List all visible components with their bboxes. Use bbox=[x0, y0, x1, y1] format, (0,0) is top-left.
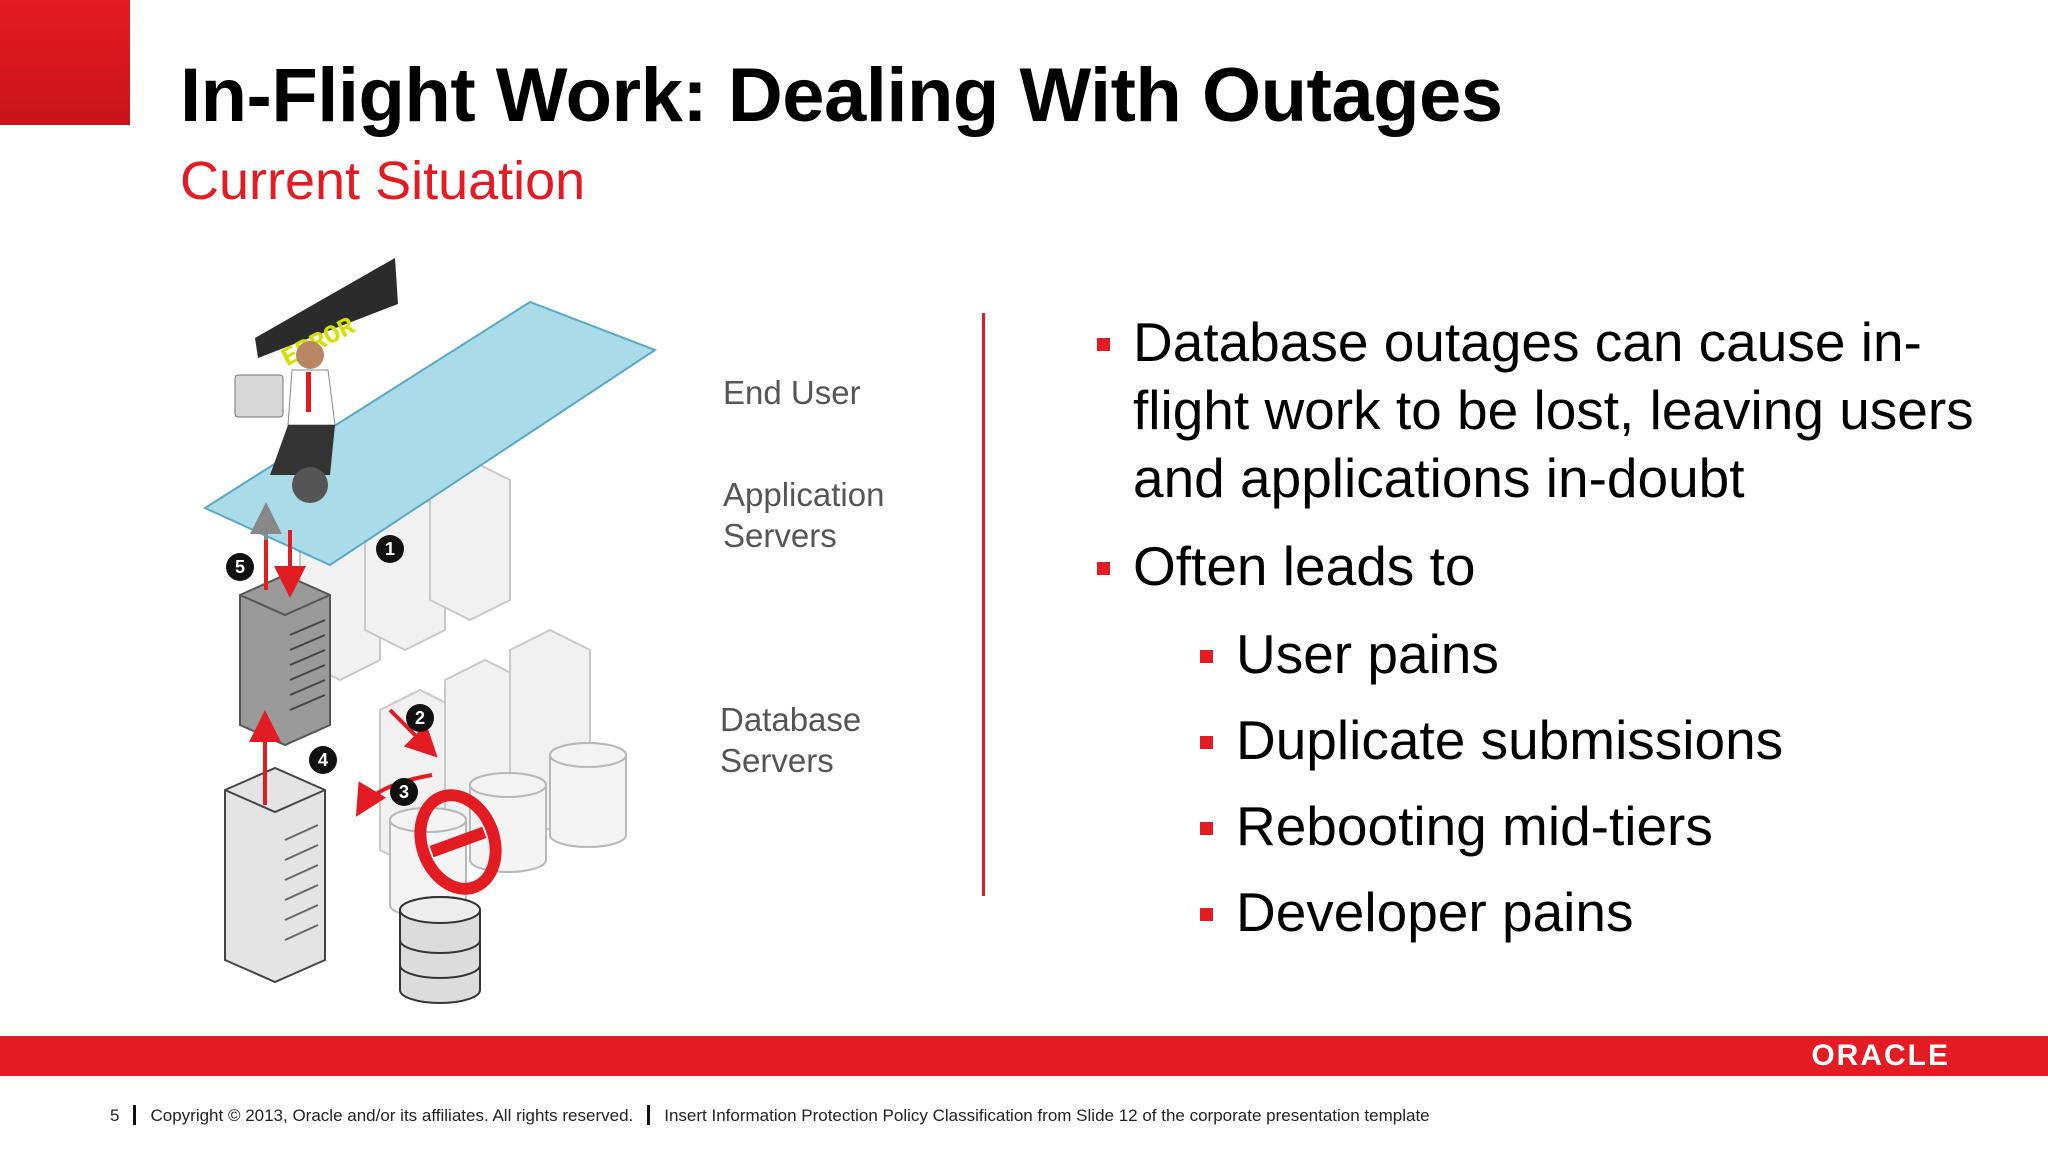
label-end-user: End User bbox=[723, 374, 861, 411]
active-database-icon bbox=[399, 896, 481, 1004]
divider bbox=[982, 313, 985, 896]
bullet-square-icon bbox=[1097, 562, 1110, 575]
step-badge-icon: 5 1 2 4 3 bbox=[226, 535, 434, 806]
sub-bullet-item: User pains bbox=[1198, 620, 1995, 688]
no-entry-icon bbox=[414, 789, 502, 895]
page-number: 5 bbox=[110, 1106, 120, 1125]
svg-text:2: 2 bbox=[415, 708, 425, 728]
bullet-item: Often leads to bbox=[1095, 532, 1995, 600]
label-db-servers: Database Servers bbox=[720, 701, 862, 779]
bullet-list: Database outages can cause in-flight wor… bbox=[1095, 308, 1995, 946]
architecture-diagram: ERROR bbox=[202, 258, 658, 1004]
copyright-text: Copyright © 2013, Oracle and/or its affi… bbox=[150, 1106, 634, 1125]
bullet-square-icon bbox=[1200, 908, 1213, 921]
svg-text:1: 1 bbox=[385, 539, 395, 559]
sub-bullet-item: Rebooting mid-tiers bbox=[1198, 792, 1995, 860]
classification-text: Insert Information Protection Policy Cla… bbox=[664, 1106, 1430, 1125]
slide-footer: 5 Copyright © 2013, Oracle and/or its aff… bbox=[110, 1105, 1430, 1126]
db-server-icon bbox=[224, 766, 326, 984]
footer-separator bbox=[647, 1105, 651, 1125]
bullet-square-icon bbox=[1200, 736, 1213, 749]
page-subtitle: Current Situation bbox=[180, 151, 586, 211]
bullet-square-icon bbox=[1097, 338, 1110, 351]
sub-bullet-item: Developer pains bbox=[1198, 878, 1995, 946]
bullet-square-icon bbox=[1200, 650, 1213, 663]
footer-separator bbox=[133, 1105, 137, 1125]
page-title: In-Flight Work: Dealing With Outages bbox=[180, 53, 1503, 138]
error-sign-icon: ERROR bbox=[255, 258, 398, 373]
app-server-icon bbox=[239, 573, 331, 747]
svg-text:4: 4 bbox=[318, 750, 328, 770]
corner-accent bbox=[0, 0, 130, 125]
bullet-item: Database outages can cause in-flight wor… bbox=[1095, 308, 1995, 512]
user-at-desk-icon bbox=[234, 341, 336, 503]
label-app-servers: Application Servers bbox=[723, 476, 885, 554]
svg-text:5: 5 bbox=[235, 557, 245, 577]
flow-arrows bbox=[249, 502, 438, 817]
sub-bullet-item: Duplicate submissions bbox=[1198, 706, 1995, 774]
bullet-square-icon bbox=[1200, 822, 1213, 835]
footer-bar bbox=[0, 1036, 2048, 1076]
svg-text:3: 3 bbox=[399, 782, 409, 802]
oracle-logo: ORACLE bbox=[1811, 1039, 1950, 1072]
